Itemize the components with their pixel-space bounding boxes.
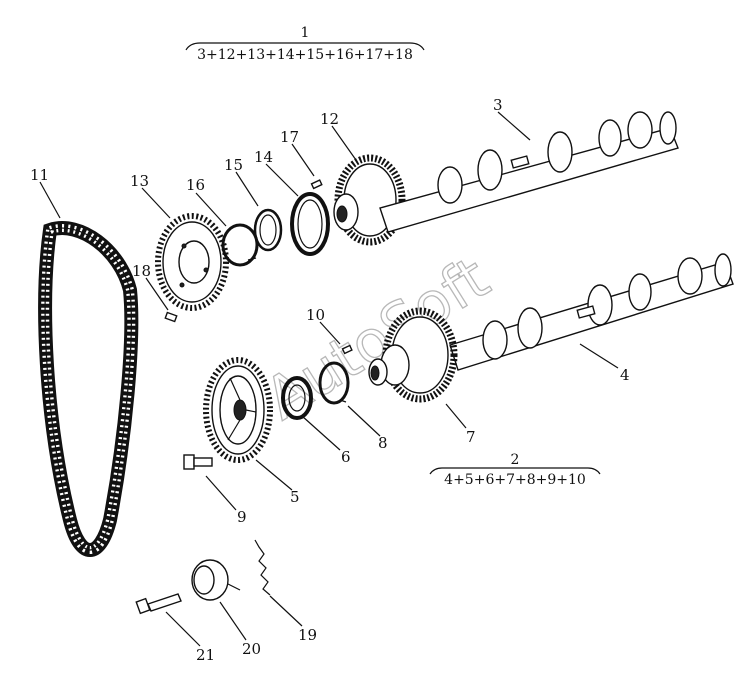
key-10 — [341, 344, 353, 355]
leader-lines — [39, 111, 619, 647]
callout-21: 21 — [196, 646, 215, 664]
callout-6: 6 — [341, 448, 351, 466]
assembly-1-bracket — [185, 42, 425, 51]
callout-5: 5 — [290, 488, 300, 506]
callout-11: 11 — [30, 166, 49, 184]
callout-10: 10 — [306, 306, 325, 324]
key-17 — [310, 179, 323, 190]
callout-18: 18 — [132, 262, 151, 280]
camshaft-4 — [449, 253, 734, 371]
ring-15 — [253, 208, 283, 252]
camshaft-3 — [379, 111, 679, 233]
callout-15: 15 — [224, 156, 243, 174]
assembly-formula-2: 2 4+5+6+7+8+9+10 — [429, 452, 601, 488]
assembly-2-bracket — [429, 467, 601, 475]
bolt-21 — [135, 593, 182, 615]
snap-ring-16 — [221, 223, 259, 267]
callout-20: 20 — [242, 640, 261, 658]
callout-17: 17 — [280, 128, 299, 146]
callout-19: 19 — [298, 626, 317, 644]
callout-8: 8 — [378, 434, 388, 452]
bolt-9 — [183, 454, 213, 470]
snap-ring-8 — [318, 361, 350, 405]
ring-6 — [281, 376, 313, 420]
pulley-13 — [155, 213, 229, 311]
washer-14 — [290, 192, 330, 256]
callout-16: 16 — [186, 176, 205, 194]
assembly-1-formula: 3+12+13+14+15+16+17+18 — [197, 47, 413, 63]
callout-4: 4 — [620, 366, 630, 384]
callout-7: 7 — [466, 428, 476, 446]
timing-belt — [38, 221, 139, 557]
assembly-formula-1: 1 3+12+13+14+15+16+17+18 — [185, 25, 425, 63]
assembly-1-number: 1 — [301, 25, 310, 41]
assembly-2-number: 2 — [511, 452, 520, 468]
callout-3: 3 — [493, 96, 503, 114]
assembly-2-formula: 4+5+6+7+8+9+10 — [444, 472, 586, 488]
pin-18 — [164, 311, 178, 323]
spring-19 — [254, 539, 271, 596]
tensioner-20 — [191, 559, 241, 601]
callout-12: 12 — [320, 110, 339, 128]
callout-13: 13 — [130, 172, 149, 190]
callout-14: 14 — [254, 148, 273, 166]
callouts: 3 4 5 6 7 8 9 10 11 12 13 14 15 16 17 18… — [30, 96, 630, 664]
gear-12 — [333, 154, 406, 246]
pulley-5 — [203, 357, 273, 463]
callout-9: 9 — [237, 508, 247, 526]
gear-7 — [368, 307, 458, 403]
